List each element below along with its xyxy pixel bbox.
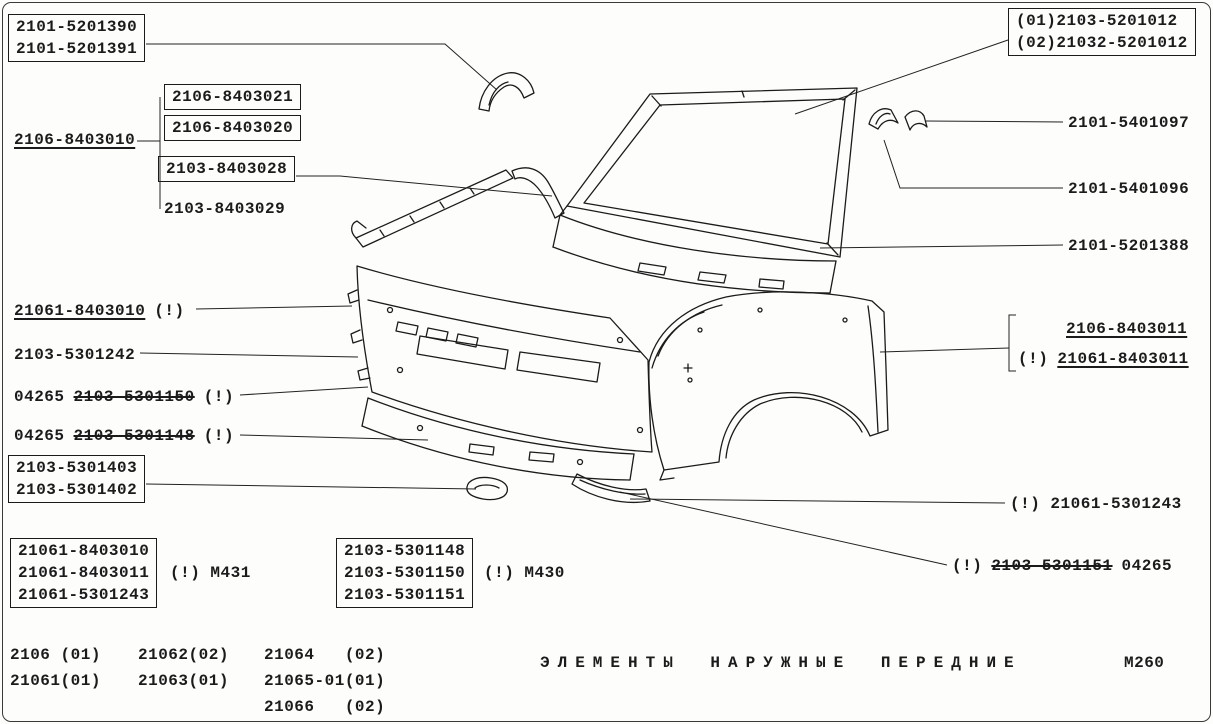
label-5301150: 04265 2103-5301150 (!) (14, 386, 234, 408)
windshield-frame-drawing (566, 87, 858, 258)
label-note-m430: (!) М430 (484, 562, 565, 584)
model-cell: 21066 (02) (264, 698, 386, 716)
drip-rail-strip-drawing (350, 169, 514, 248)
model-cell: 21063(01) (138, 672, 229, 690)
label-5401096: 2101-5401096 (1068, 178, 1189, 200)
part-number: 2103-5301148 (73, 427, 195, 445)
label-box-5301403: 2103-5301403 2103-5301402 (8, 455, 146, 503)
label-box-8403028: 2103-8403028 (158, 156, 296, 182)
label-box-8403021: 2106-8403021 (164, 84, 302, 110)
part-number: (01)2103-5201012 (1016, 12, 1178, 30)
part-number: 21061-8403011 (18, 564, 150, 582)
code-prefix: 04265 (14, 388, 65, 406)
part-number: 21061-8403010 (14, 302, 146, 320)
hood-hinge-pieces-drawing (868, 108, 928, 131)
part-number: (02)21032-5201012 (1016, 34, 1188, 52)
part-number: 21061-8403011 (1057, 350, 1189, 368)
part-number: (!) 21061-5301243 (1010, 495, 1182, 513)
part-number: 2101-5201390 (16, 18, 138, 36)
part-number: 2101-5201391 (16, 40, 138, 58)
model-cell: 21065-01(01) (264, 672, 386, 690)
valance-panel-drawing (361, 397, 635, 481)
windshield-moulding-piece-drawing (511, 167, 565, 219)
part-number: 2103-5301150 (344, 564, 466, 582)
note-text: (!) М430 (484, 564, 565, 582)
page-title: ЭЛЕМЕНТЫ НАРУЖНЫЕ ПЕРЕДНИЕ (540, 654, 1022, 672)
part-number: 2106-8403011 (1066, 320, 1188, 338)
part-number: 2103-8403029 (164, 200, 286, 218)
label-box-variants-2103: 2103-5301148 2103-5301150 2103-5301151 (336, 538, 474, 608)
cowl-panel-drawing (552, 205, 837, 294)
label-8403029: 2103-8403029 (164, 198, 285, 220)
part-number: 2103-8403028 (166, 160, 288, 178)
part-number: 2103-5301151 (991, 557, 1113, 575)
code-prefix: 04265 (14, 427, 65, 445)
note-mark: (!) (1018, 350, 1049, 368)
cowl-corner-piece-drawing (478, 72, 535, 112)
model-cell: 21061(01) (10, 672, 101, 690)
model-cell: 2106 (01) (10, 646, 101, 664)
label-box-8403020: 2106-8403020 (164, 115, 302, 141)
plate-lamp-housing-drawing (466, 476, 509, 501)
note-mark: (!) (203, 388, 235, 406)
label-box-5201390: 2101-5201390 2101-5201391 (8, 14, 146, 62)
label-5401097: 2101-5401097 (1068, 112, 1189, 134)
note-mark: (!) (154, 302, 185, 320)
lower-corner-strip-drawing (571, 473, 651, 504)
part-number: 2103-5301150 (73, 388, 195, 406)
note-mark: (!) (952, 557, 983, 575)
part-number: 21061-8403010 (18, 542, 150, 560)
label-5201388: 2101-5201388 (1068, 235, 1189, 257)
sheet-code: М260 (1124, 654, 1165, 672)
code-suffix: 04265 (1121, 557, 1173, 575)
label-note-m431: (!) М431 (170, 562, 251, 584)
label-8403010: 2106-8403010 (14, 129, 135, 151)
part-number: 2101-5201388 (1068, 237, 1190, 255)
part-number: 2101-5401097 (1068, 114, 1190, 132)
leader-lines (137, 39, 1064, 566)
part-number: 2106-8403021 (172, 88, 294, 106)
part-number: 2103-5301402 (16, 481, 138, 499)
label-21061-5301243: (!) 21061-5301243 (1010, 493, 1182, 515)
note-text: (!) М431 (170, 564, 251, 582)
label-box-5201012: (01)2103-5201012 (02)21032-5201012 (1008, 8, 1196, 56)
label-box-variants-21061: 21061-8403010 21061-8403011 21061-530124… (10, 538, 158, 608)
front-fender-drawing (648, 291, 889, 481)
part-number: 2103-5301151 (344, 586, 466, 604)
label-5301242: 2103-5301242 (14, 344, 135, 366)
label-5301151: (!) 2103-5301151 04265 (952, 555, 1172, 577)
model-cell: 21062(02) (138, 646, 229, 664)
label-8403011: 2106-8403011 (1066, 318, 1187, 340)
model-cell: 21064 (02) (264, 646, 386, 664)
label-21061-8403010: 21061-8403010 (!) (14, 300, 185, 322)
part-number: 21061-5301243 (18, 586, 150, 604)
front-panel-drawing (347, 265, 653, 453)
part-number: 2101-5401096 (1068, 180, 1190, 198)
label-21061-8403011: (!) 21061-8403011 (1018, 348, 1189, 370)
label-5301148: 04265 2103-5301148 (!) (14, 425, 234, 447)
note-mark: (!) (203, 427, 235, 445)
part-number: 2106-8403010 (14, 131, 136, 149)
part-number: 2103-5301403 (16, 459, 138, 477)
part-number: 2103-5301148 (344, 542, 466, 560)
part-number: 2103-5301242 (14, 346, 136, 364)
part-number: 2106-8403020 (172, 119, 294, 137)
